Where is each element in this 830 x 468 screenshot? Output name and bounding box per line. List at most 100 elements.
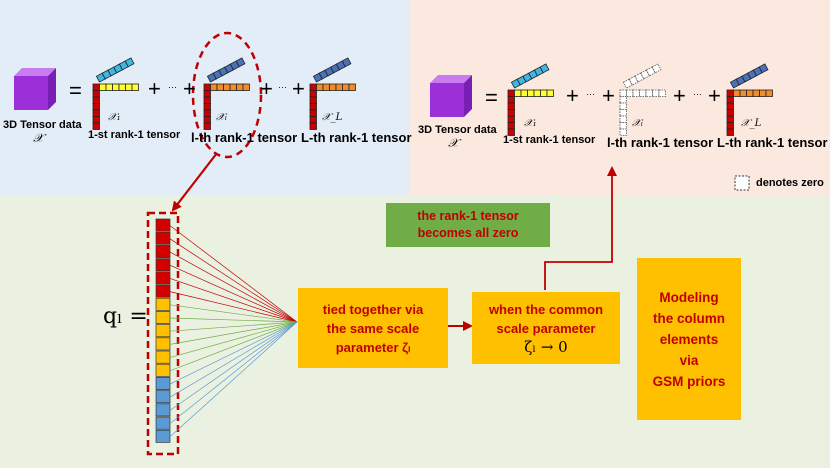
left-tensor-label: 3D Tensor data (3, 119, 82, 131)
vertical-cell (507, 109, 515, 117)
horizontal-cell (645, 89, 653, 97)
box-zero-line-1: the rank-1 tensor (417, 209, 519, 223)
column-cell (155, 324, 171, 338)
column-cell (155, 245, 171, 258)
column-cell (155, 218, 171, 232)
horizontal-cell (759, 89, 767, 97)
vertical-cell (203, 90, 211, 98)
diagonal-bar (206, 57, 246, 83)
fan-line (169, 321, 298, 438)
left-plus-3: + (260, 76, 273, 101)
column-cell (155, 390, 171, 404)
vertical-cell (619, 102, 627, 110)
left-plus-2: + (183, 76, 196, 101)
column-dashed-frame (146, 211, 180, 456)
vertical-cell (92, 103, 100, 111)
horizontal-cell (112, 83, 120, 91)
horizontal-cell (242, 83, 250, 91)
diagonal-bar (729, 63, 769, 89)
vertical-cell (92, 116, 100, 124)
vertical-cell (619, 128, 627, 136)
fan-line (169, 291, 298, 323)
vertical-cell (726, 115, 734, 123)
left-term1-tensor (92, 57, 139, 130)
right-plus-1: + (566, 83, 579, 108)
box-gsm: Modeling the column elements via GSM pri… (637, 258, 741, 420)
right-equals: = (485, 85, 498, 110)
vertical-cell (507, 89, 515, 97)
vertical-cell (507, 128, 515, 136)
fan-lines (169, 225, 298, 438)
vertical-cell (92, 90, 100, 98)
diagonal-cell (341, 57, 352, 68)
fan-line (169, 304, 298, 323)
vertical-cell (309, 103, 317, 111)
vertical-cell (203, 96, 211, 104)
horizontal-cell (626, 89, 634, 97)
vertical-cell (309, 83, 317, 91)
vertical-cell (619, 115, 627, 123)
fan-line (169, 321, 298, 411)
horizontal-cell (765, 89, 773, 97)
diagonal-cell (758, 63, 769, 74)
column-cell (155, 337, 171, 351)
column-cell (155, 363, 171, 377)
vertical-cell (726, 109, 734, 117)
cube-front (430, 83, 464, 117)
fan-line (169, 317, 298, 323)
arrow-common-to-right-tensor (544, 166, 617, 290)
column-cell (155, 429, 171, 443)
left-plus-1: + (148, 76, 161, 101)
horizontal-cell (99, 83, 107, 91)
horizontal-cell (514, 89, 522, 97)
fan-line (169, 321, 298, 385)
right-plus-4: + (708, 83, 721, 108)
box-zero: the rank-1 tensor becomes all zero (386, 203, 550, 247)
fan-line (169, 321, 298, 358)
vertical-cell (507, 115, 515, 123)
right-tensor-label: 3D Tensor data (418, 124, 497, 136)
cube-top (430, 75, 472, 83)
vertical-cell (726, 89, 734, 97)
vertical-cell (507, 96, 515, 104)
column-cell (155, 416, 171, 430)
column-cell (155, 271, 171, 285)
tensor-cube-left (14, 68, 56, 110)
right-termL-tensor (726, 63, 773, 136)
horizontal-cell (335, 83, 343, 91)
box-common-line-1: when the common (488, 301, 604, 317)
horizontal-cell (125, 83, 133, 91)
vertical-cell (92, 122, 100, 130)
left-termL-symbol: 𝒳_L (322, 112, 343, 123)
cube-front (14, 76, 48, 110)
vertical-cell (309, 96, 317, 104)
right-dots-2: ··· (693, 89, 702, 99)
fan-line (169, 264, 298, 323)
horizontal-cell (316, 83, 324, 91)
vertical-cell (92, 109, 100, 117)
horizontal-cell (229, 83, 237, 91)
diagonal-bar (312, 57, 352, 83)
highlight-ellipse (191, 31, 263, 159)
horizontal-cell (342, 83, 350, 91)
left-termL-tensor (309, 57, 356, 130)
box-tied: tied together via the same scale paramet… (298, 288, 448, 368)
diagonal-cell (124, 57, 135, 68)
vertical-cell (203, 122, 211, 130)
left-terml-label: l-th rank-1 tensor (191, 130, 298, 145)
box-common-line-3: ζₗ → 0 (524, 337, 568, 356)
horizontal-cell (746, 89, 754, 97)
horizontal-cell (540, 89, 548, 97)
box-tied-line-3: parameter ζₗ (335, 339, 411, 355)
vertical-cell (309, 90, 317, 98)
horizontal-cell (733, 89, 741, 97)
right-tensor-symbol: 𝒳 (448, 136, 459, 150)
vertical-cell (726, 122, 734, 130)
vertical-cell (92, 96, 100, 104)
vertical-cell (726, 102, 734, 110)
column-cell (155, 403, 171, 417)
left-terml-symbol: 𝒳ₗ (216, 112, 228, 123)
horizontal-cell (639, 89, 647, 97)
horizontal-cell (131, 83, 139, 91)
